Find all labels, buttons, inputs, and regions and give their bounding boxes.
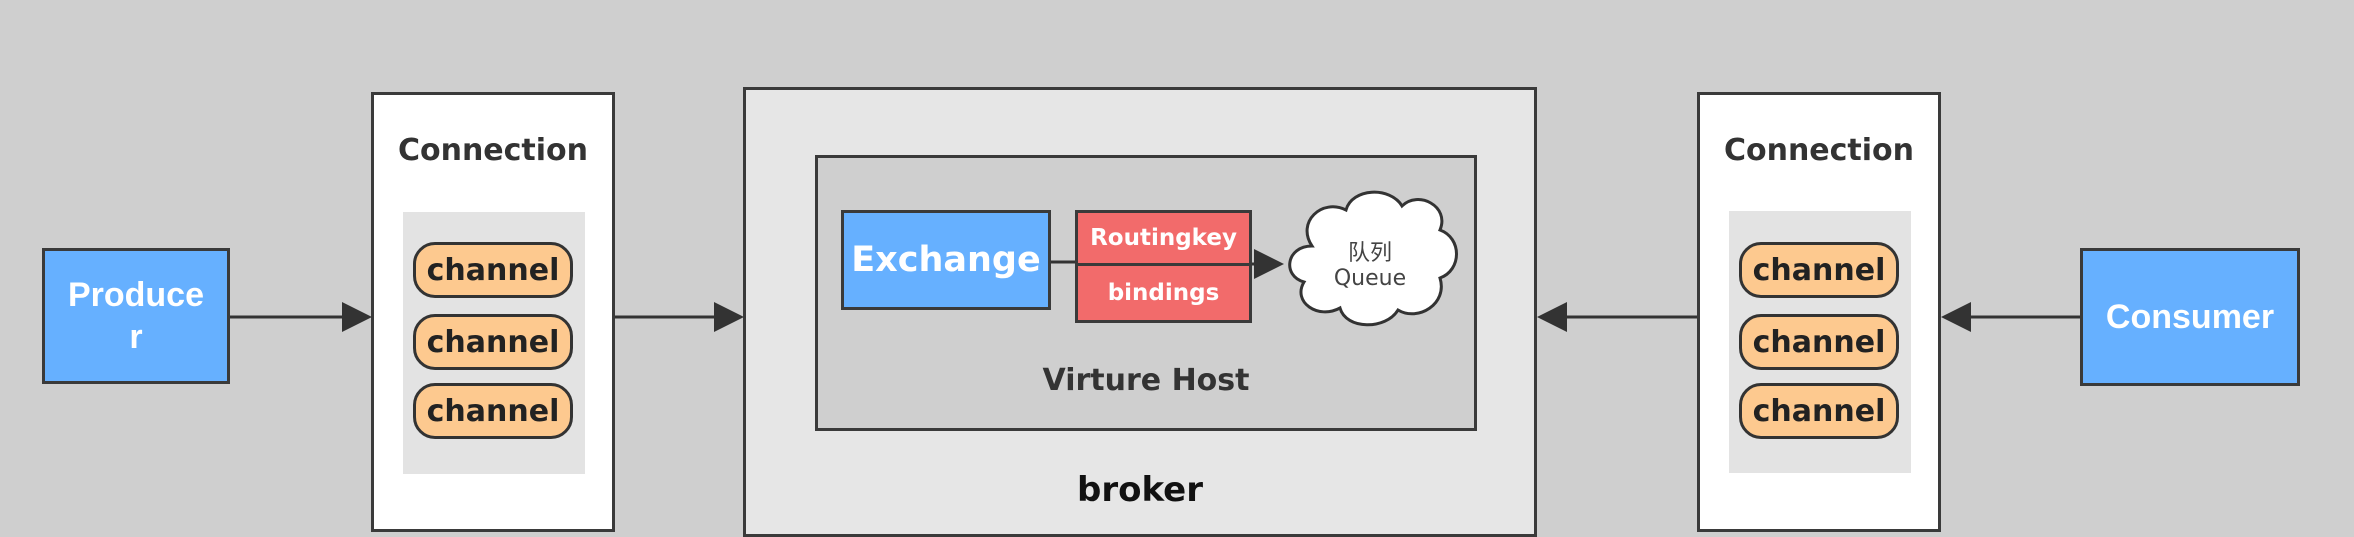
producer-label-line2: r <box>129 318 143 356</box>
left-connection-title: Connection <box>397 133 589 168</box>
exchange-node: Exchange <box>841 210 1051 310</box>
queue-cloud <box>1288 190 1458 327</box>
right-channel-1: channel <box>1739 242 1899 298</box>
connectors-layer <box>230 190 2080 332</box>
left-channel-1: channel <box>413 242 573 298</box>
routingkey-box: Routingkey <box>1075 210 1252 266</box>
left-connection-box: Connection channel channel channel <box>371 92 615 532</box>
consumer-node: Consumer <box>2080 248 2300 386</box>
left-channel-2: channel <box>413 314 573 370</box>
producer-label-line1: Produce <box>67 276 205 314</box>
queue-label-cn: 队列 <box>1347 241 1392 266</box>
producer-node: Produce r <box>42 248 230 384</box>
right-channel-2: channel <box>1739 314 1899 370</box>
right-channel-panel: channel channel channel <box>1729 211 1911 473</box>
virtual-host-label: Virture Host <box>1042 363 1250 398</box>
left-channel-panel: channel channel channel <box>403 212 585 474</box>
bindings-box: bindings <box>1075 263 1252 323</box>
right-channel-3: channel <box>1739 383 1899 439</box>
right-connection-box: Connection channel channel channel <box>1697 92 1941 532</box>
left-channel-3: channel <box>413 383 573 439</box>
queue-label-en: Queue <box>1333 266 1407 291</box>
right-connection-title: Connection <box>1723 133 1915 168</box>
broker-label: broker <box>1077 470 1203 510</box>
